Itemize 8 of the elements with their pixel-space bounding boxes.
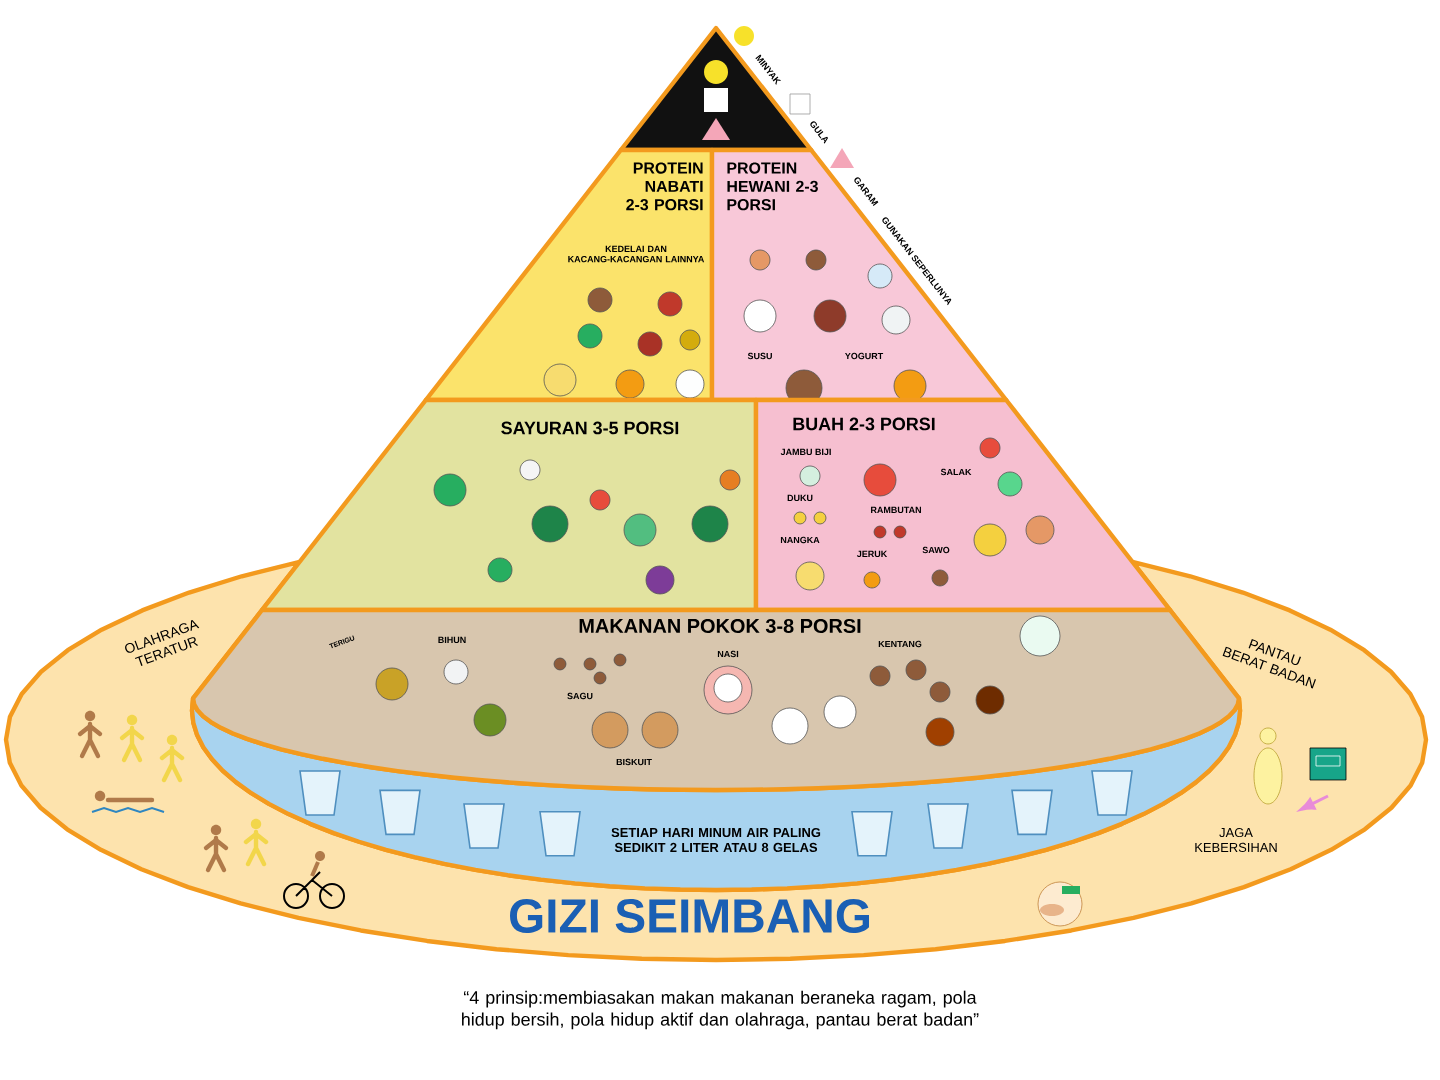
band-heading: MAKANAN POKOK 3-8 PORSI (579, 618, 861, 634)
title-text: GIZI SEIMBANG (510, 899, 869, 933)
food-band (753, 397, 1173, 613)
food-band (259, 397, 759, 613)
band-heading: BUAH 2-3 PORSI (793, 417, 935, 431)
band-heading: SAYURAN 3-5 PORSI (501, 421, 679, 435)
food-band (423, 147, 715, 403)
caption-text: “4 prinsip:membiasakan makan makanan beraneka ragam, pola hidup bersih, pola hidup aktif dan olahraga, pantau berat badan” (462, 990, 979, 1030)
